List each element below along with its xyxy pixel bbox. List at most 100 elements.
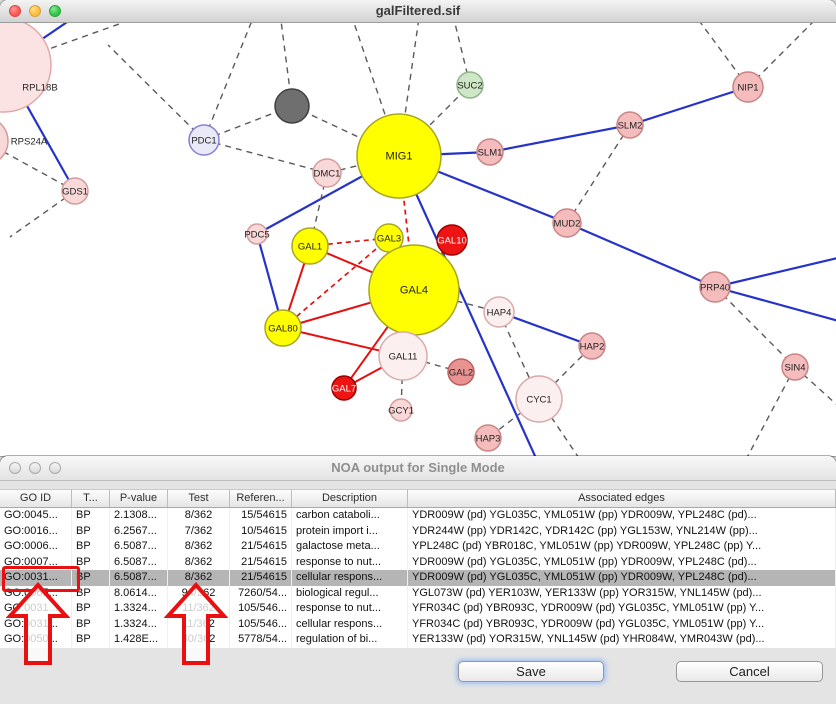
- graph-node-gal11[interactable]: GAL11: [378, 331, 428, 381]
- table-cell: 6.5087...: [110, 554, 168, 570]
- table-cell: 21/54615: [230, 539, 292, 555]
- close-button[interactable]: [9, 5, 21, 17]
- network-window-title: galFiltered.sif: [375, 3, 461, 18]
- table-cell: 6.5087...: [110, 570, 168, 586]
- graph-edge: [203, 139, 328, 174]
- table-cell: GO:0031...: [0, 570, 72, 586]
- column-header-go-id[interactable]: GO ID: [0, 490, 72, 507]
- svg-text:GAL80: GAL80: [268, 324, 298, 335]
- table-cell: BP: [72, 616, 110, 632]
- close-button[interactable]: [9, 462, 21, 474]
- table-cell: 8.0614...: [110, 585, 168, 601]
- zoom-button[interactable]: [49, 5, 61, 17]
- table-cell: YPL248C (pd) YBR018C, YML051W (pp) YDR00…: [408, 539, 836, 555]
- graph-node-gcy1[interactable]: GCY1: [388, 398, 414, 422]
- graph-node-dmc1[interactable]: DMC1: [312, 158, 342, 188]
- svg-text:SIN4: SIN4: [784, 363, 805, 374]
- table-cell: 105/546...: [230, 601, 292, 617]
- graph-node-pdc1[interactable]: PDC1: [188, 124, 220, 156]
- svg-text:GAL4: GAL4: [400, 285, 428, 297]
- graph-node-unnamed[interactable]: [274, 88, 310, 124]
- graph-node-gds1[interactable]: GDS1: [61, 177, 89, 205]
- graph-node-prp40[interactable]: PRP40: [699, 271, 731, 303]
- table-cell: response to nut...: [292, 554, 408, 570]
- noa-window-title: NOA output for Single Mode: [331, 460, 505, 475]
- svg-text:GDS1: GDS1: [62, 187, 88, 198]
- graph-node-mud2[interactable]: MUD2: [552, 208, 582, 238]
- table-cell: GO:0045...: [0, 508, 72, 524]
- table-cell: 7260/54...: [230, 585, 292, 601]
- graph-node-slm2[interactable]: SLM2: [616, 111, 644, 139]
- table-row[interactable]: GO:0065...BP8.0614...94/3627260/54...bio…: [0, 585, 836, 601]
- table-cell: 10/54615: [230, 523, 292, 539]
- graph-node-pdc5[interactable]: PDC5: [244, 223, 270, 245]
- graph-node-sin4[interactable]: SIN4: [781, 353, 809, 381]
- graph-node-hap3[interactable]: HAP3: [474, 424, 502, 452]
- table-cell: YER133W (pd) YOR315W, YNL145W (pd) YHR08…: [408, 632, 836, 648]
- table-cell: 21/54615: [230, 554, 292, 570]
- graph-node-slm1[interactable]: SLM1: [476, 138, 504, 166]
- table-cell: 105/546...: [230, 616, 292, 632]
- column-header-associated-edges[interactable]: Associated edges: [408, 490, 836, 507]
- graph-node-gal3[interactable]: GAL3: [374, 223, 404, 253]
- graph-edge: [741, 366, 796, 468]
- graph-edge: [714, 286, 796, 368]
- column-header-t[interactable]: T...: [72, 490, 110, 507]
- svg-text:GAL3: GAL3: [377, 234, 401, 245]
- graph-node-mig1[interactable]: MIG1: [356, 113, 442, 199]
- table-cell: 1.3324...: [110, 601, 168, 617]
- zoom-button[interactable]: [49, 462, 61, 474]
- graph-node-hap4[interactable]: HAP4: [483, 296, 515, 328]
- table-row[interactable]: GO:0050...BP1.428E...80/3625778/54...reg…: [0, 632, 836, 648]
- table-cell: regulation of bi...: [292, 632, 408, 648]
- svg-text:NIP1: NIP1: [737, 83, 758, 94]
- graph-node-gal1[interactable]: GAL1: [291, 227, 329, 265]
- svg-text:RPS24A: RPS24A: [11, 137, 48, 148]
- graph-node-hap2[interactable]: HAP2: [578, 332, 606, 360]
- table-cell: YDR009W (pd) YGL035C, YML051W (pp) YDR00…: [408, 570, 836, 586]
- graph-node-gal80[interactable]: GAL80: [264, 309, 302, 347]
- graph-node-gal7[interactable]: GAL7: [331, 375, 357, 401]
- table-cell: biological regul...: [292, 585, 408, 601]
- table-cell: BP: [72, 632, 110, 648]
- minimize-button[interactable]: [29, 462, 41, 474]
- graph-node-nip1[interactable]: NIP1: [732, 71, 764, 103]
- graph-edge: [629, 85, 749, 127]
- svg-text:SLM2: SLM2: [618, 121, 643, 132]
- svg-text:SLM1: SLM1: [478, 148, 503, 159]
- graph-edge: [747, 10, 825, 88]
- graph-edge: [714, 285, 836, 322]
- graph-node-gal10[interactable]: GAL10: [436, 224, 468, 256]
- graph-node-cyc1[interactable]: CYC1: [515, 375, 563, 423]
- graph-edge: [498, 310, 593, 348]
- graph-node-suc2[interactable]: SUC2: [456, 71, 484, 99]
- cancel-button[interactable]: Cancel: [676, 661, 823, 682]
- graph-node-gal4[interactable]: GAL4: [368, 244, 460, 336]
- table-cell: BP: [72, 508, 110, 524]
- column-header-p-value[interactable]: P-value: [110, 490, 168, 507]
- table-cell: 5778/54...: [230, 632, 292, 648]
- save-button[interactable]: Save: [458, 661, 604, 682]
- table-cell: protein import i...: [292, 523, 408, 539]
- column-header-description[interactable]: Description: [292, 490, 408, 507]
- column-header-test[interactable]: Test: [168, 490, 230, 507]
- graph-node-rpl18b[interactable]: RPL18B: [0, 17, 58, 113]
- minimize-button[interactable]: [29, 5, 41, 17]
- graph-edge: [714, 257, 836, 289]
- column-header-referen[interactable]: Referen...: [230, 490, 292, 507]
- svg-text:GAL1: GAL1: [298, 242, 322, 253]
- graph-node-gal2[interactable]: GAL2: [447, 358, 475, 386]
- graph-node-rps24a[interactable]: RPS24A: [0, 117, 48, 165]
- svg-text:SUC2: SUC2: [457, 81, 482, 92]
- table-row[interactable]: GO:0031...BP1.3324...11/362105/546...cel…: [0, 616, 836, 632]
- graph-edge: [203, 12, 256, 141]
- table-row[interactable]: GO:0031...BP1.3324...11/362105/546...res…: [0, 601, 836, 617]
